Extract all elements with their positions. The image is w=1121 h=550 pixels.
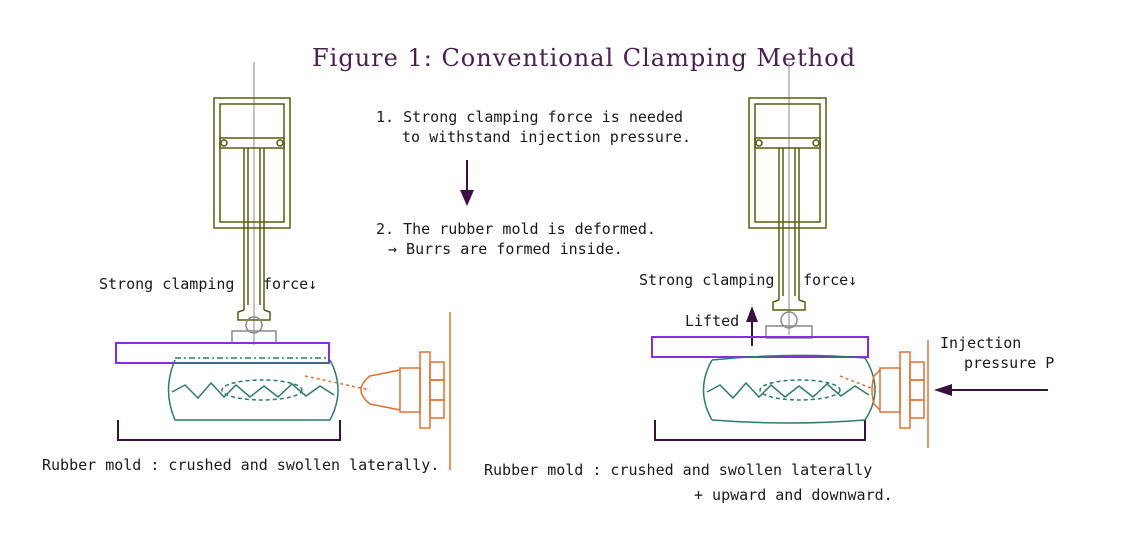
- note-step1-line1: 1. Strong clamping force is needed: [376, 108, 684, 126]
- right-base: [654, 420, 866, 441]
- note-step2-line2: → Burrs are formed inside.: [388, 240, 623, 258]
- left-base: [117, 420, 341, 441]
- step-arrow: [460, 160, 474, 206]
- injection-label-line1: Injection: [940, 334, 1022, 352]
- right-nozzle: [839, 340, 929, 448]
- injection-arrow: [934, 384, 1048, 396]
- right-clamp-label-b: force↓: [803, 271, 858, 289]
- left-clamp-label-b: force↓: [263, 275, 318, 293]
- figure-title: Figure 1: Conventional Clamping Method: [312, 44, 857, 72]
- right-assembly: [651, 62, 1048, 448]
- injection-label-line2: pressure P: [964, 354, 1055, 372]
- left-cylinder: [213, 97, 291, 321]
- right-cylinder: [748, 97, 827, 311]
- left-mold-caption: Rubber mold : crushed and swollen latera…: [42, 456, 440, 474]
- lifted-arrow: [746, 306, 758, 346]
- right-clamp-label-a: Strong clamping: [639, 271, 775, 289]
- note-step2-line1: 2. The rubber mold is deformed.: [376, 220, 656, 238]
- right-mold-caption-line2: + upward and downward.: [694, 486, 893, 504]
- left-clamp-label-a: Strong clamping: [99, 275, 235, 293]
- right-mold-caption-line1: Rubber mold : crushed and swollen latera…: [484, 461, 873, 479]
- left-nozzle: [304, 312, 451, 470]
- left-rubber-mold: [167, 357, 339, 421]
- lifted-label: Lifted: [685, 312, 740, 330]
- right-clamp-plate: [651, 336, 869, 358]
- note-step1-line2: to withstand injection pressure.: [402, 128, 691, 146]
- left-clamp-plate: [115, 342, 330, 364]
- right-rubber-mold: [702, 354, 876, 424]
- left-assembly: [115, 62, 451, 470]
